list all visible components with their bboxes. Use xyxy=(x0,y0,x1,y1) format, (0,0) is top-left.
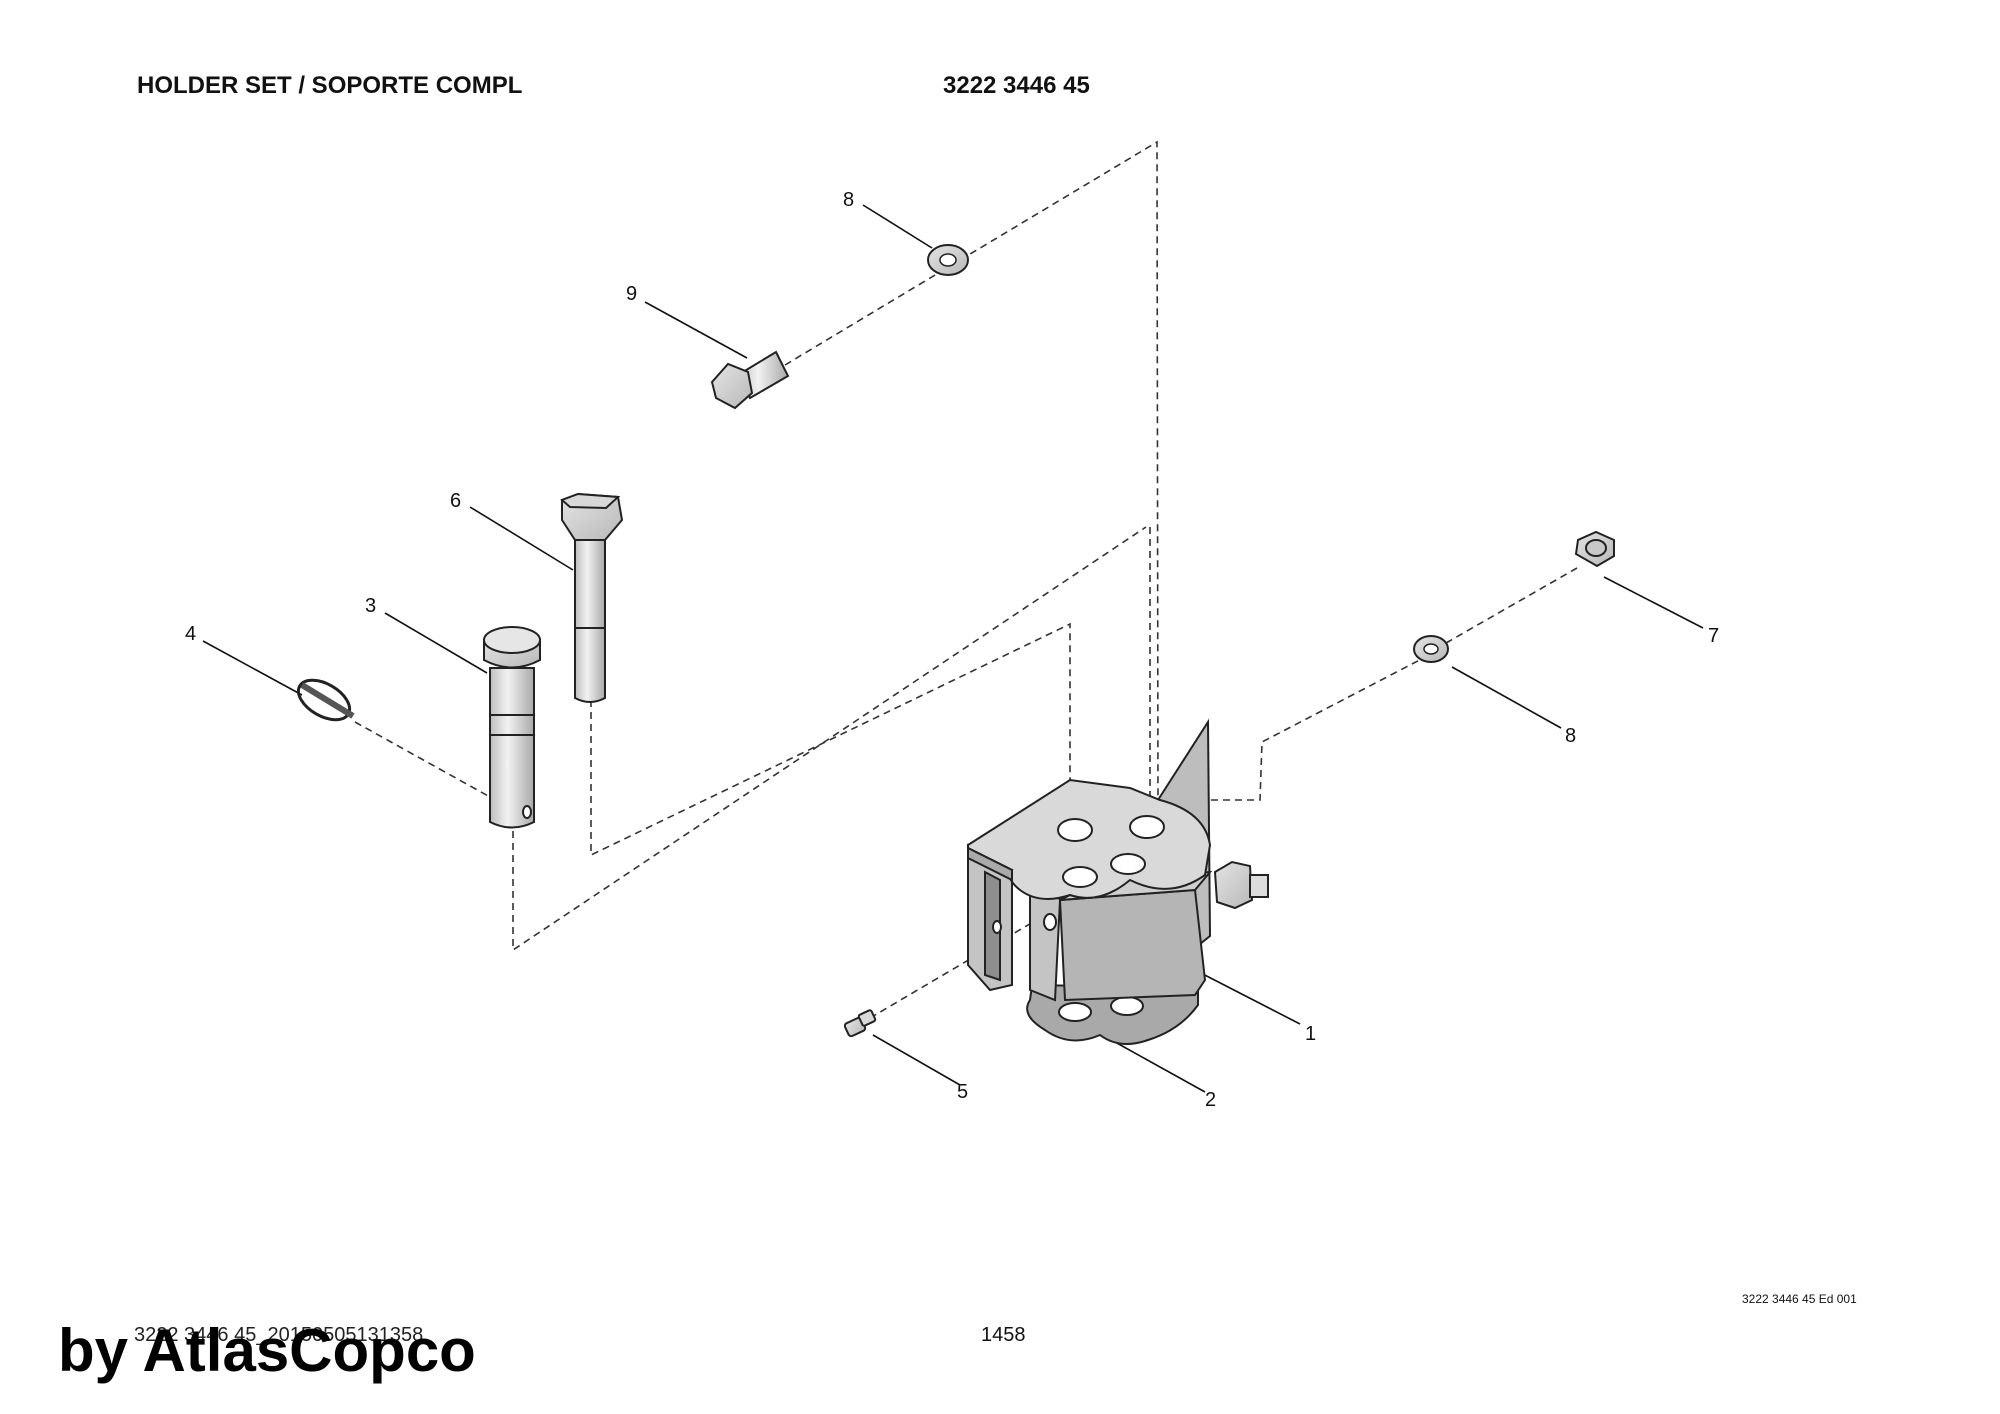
part-number: 3222 3446 45 xyxy=(943,72,1090,99)
bolt-part-9 xyxy=(710,350,790,410)
edition-label: 3222 3446 45 Ed 001 xyxy=(1742,1292,1857,1306)
callout-labels: 8 9 6 3 4 7 8 1 5 2 xyxy=(185,189,1719,1111)
page-number: 1458 xyxy=(981,1324,1026,1346)
callout-label: 7 xyxy=(1708,625,1719,647)
pin-part-3 xyxy=(483,626,541,829)
watermark: by AtlasCopco xyxy=(58,1317,476,1384)
callout-label: 4 xyxy=(185,623,196,645)
callout-label: 6 xyxy=(450,490,461,512)
document-reference: 3222 3446 45_20150505131358 xyxy=(134,1324,424,1346)
callout-label: 1 xyxy=(1305,1023,1316,1045)
callout-label: 3 xyxy=(365,595,376,617)
washer-part-8-right xyxy=(1413,635,1449,663)
nut-part-7 xyxy=(1574,530,1615,568)
lynch-pin-part-4 xyxy=(296,678,355,722)
callout-label: 8 xyxy=(1565,725,1576,747)
page-title: HOLDER SET / SOPORTE COMPL xyxy=(137,72,523,99)
leader-lines xyxy=(202,204,1704,1093)
grease-nipple-part-5 xyxy=(843,1009,877,1038)
washer-part-8-top xyxy=(927,244,969,276)
holder-bracket-part-1-2 xyxy=(967,718,1269,1045)
callout-label: 2 xyxy=(1205,1089,1216,1111)
callout-label: 8 xyxy=(843,189,854,211)
bolt-part-6 xyxy=(560,492,624,703)
assembly-dashed-lines xyxy=(354,140,1578,1019)
callout-label: 5 xyxy=(957,1081,968,1103)
callout-label: 9 xyxy=(626,283,637,305)
